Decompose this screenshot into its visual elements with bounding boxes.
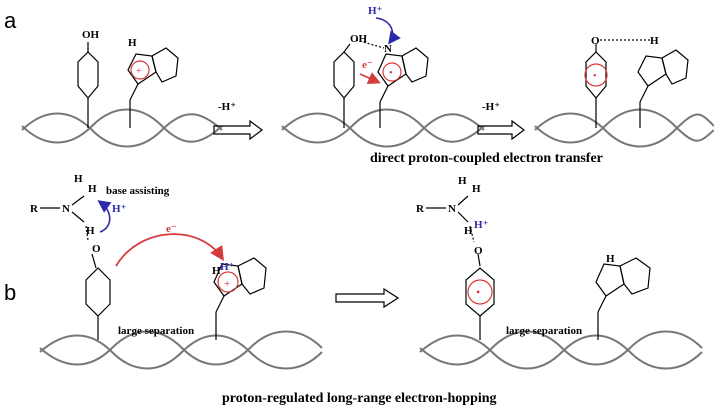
- h-plus-b2: H⁺: [474, 219, 489, 231]
- panel-b-caption: proton-regulated long-range electron-hop…: [222, 391, 497, 406]
- structure-a3: [584, 39, 689, 128]
- backbone-a2: [281, 108, 485, 148]
- n-label-a2: N: [384, 43, 392, 55]
- h-label-b2-right: H: [472, 183, 481, 195]
- step1-label: -H⁺: [218, 101, 236, 113]
- n-label-b2: N: [448, 203, 456, 215]
- r-label-b2: R: [416, 203, 425, 215]
- e-minus-a2: e⁻: [362, 59, 373, 71]
- oh-label-a1: OH: [82, 29, 100, 41]
- structure-a2: [333, 39, 429, 128]
- h-plus-a2: H⁺: [368, 5, 383, 17]
- h-label-b1-top: H: [74, 173, 83, 185]
- radical-dot-a2: •: [389, 68, 393, 79]
- indole-h-b2: H: [606, 253, 615, 265]
- backbone-b1: [39, 330, 323, 370]
- e-minus-b1: e⁻: [166, 223, 177, 235]
- structure-a1: [77, 42, 179, 128]
- separation-label-left: large separation: [118, 325, 194, 337]
- r-label-b1: R: [30, 203, 39, 215]
- electron-arrow-a2: [359, 72, 381, 84]
- structure-b2: [426, 195, 651, 340]
- panel-b-letter: b: [4, 280, 16, 305]
- proton-arrow-a2: [375, 17, 401, 45]
- electron-arrow-b1: [115, 233, 224, 267]
- o-label-a3: O: [591, 35, 600, 47]
- o-label-b2: O: [474, 245, 483, 257]
- panel-a-caption: direct proton-coupled electron transfer: [370, 151, 603, 166]
- oh-label-a2: OH: [350, 33, 368, 45]
- radical-dot-a3: •: [593, 71, 597, 82]
- separation-label-right: large separation: [506, 325, 582, 337]
- transition-arrow-b: [335, 287, 400, 309]
- step2-label: -H⁺: [482, 101, 500, 113]
- backbone-a1: [21, 108, 223, 148]
- radical-dot-b2: •: [476, 285, 480, 299]
- proton-arrow-b1: [97, 200, 112, 233]
- h-label-b2-bottom: H: [464, 225, 473, 237]
- radical-plus-b1: +: [224, 278, 230, 290]
- backbone-a3: [534, 108, 714, 148]
- o-label-b1: O: [92, 243, 101, 255]
- step1-arrow: [213, 119, 263, 141]
- backbone-b2: [419, 330, 703, 370]
- h-label-b1-bottom: H: [86, 225, 95, 237]
- base-assisting-label: base assisting: [106, 185, 170, 197]
- radical-plus-a1: +: [136, 66, 142, 77]
- h-label-b2-top: H: [458, 175, 467, 187]
- panel-a-letter: a: [4, 8, 17, 33]
- indole-h-plus-b1: H⁺: [220, 261, 235, 273]
- n-label-b1: N: [62, 203, 70, 215]
- h-plus-b1: H⁺: [112, 203, 127, 215]
- nh-label-a3: H: [650, 35, 659, 47]
- step2-arrow: [477, 119, 525, 141]
- h-label-b1-right: H: [88, 183, 97, 195]
- indole-h-a1: H: [128, 37, 137, 49]
- indole-h-b1: H: [212, 265, 221, 277]
- structure-b1: [40, 195, 267, 340]
